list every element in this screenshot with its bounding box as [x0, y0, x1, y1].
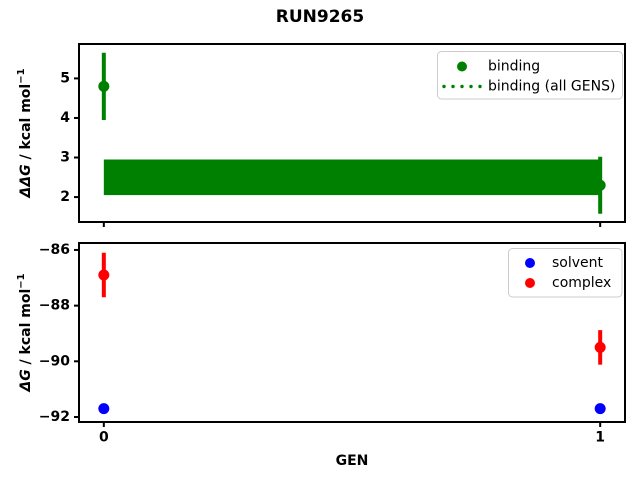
axes-frame-1: [78, 242, 626, 423]
marker-complex-gen1: [594, 341, 606, 353]
marker-binding-gen1: [594, 179, 606, 191]
axes-frame-0: [78, 43, 626, 223]
marker-binding-gen0: [98, 80, 110, 92]
legend-label: solvent: [552, 255, 604, 271]
legend-box: [508, 248, 623, 298]
y-tick-label: 4: [60, 110, 70, 126]
x-tick-label: 0: [99, 430, 109, 446]
legend-label: binding (all GENS): [488, 79, 615, 95]
y-tick-label: −88: [39, 298, 70, 314]
y-tick-label: −86: [39, 242, 70, 258]
marker-complex-gen0: [98, 269, 110, 281]
y-axis-label: ΔG / kcal mol−1: [16, 273, 34, 392]
band-binding-all-gens: [103, 159, 601, 196]
y-axis-label-part: ΔG: [18, 369, 34, 392]
legend-marker-dot-icon-binding: [457, 61, 467, 72]
legend-marker-dotted-line-icon-binding-all-gens: [478, 84, 482, 89]
y-axis-label-part: / kcal mol: [18, 84, 34, 165]
y-tick-label: −90: [39, 353, 70, 369]
legend-box: [437, 51, 623, 100]
y-tick-label: −92: [39, 409, 70, 425]
legend-label: binding: [488, 59, 540, 75]
marker-solvent-gen0: [98, 403, 110, 415]
x-axis-label: GEN: [336, 453, 369, 469]
y-tick-label: 2: [60, 189, 70, 205]
x-tick-label: 1: [595, 430, 605, 446]
y-axis-label-part: / kcal mol: [18, 289, 34, 370]
legend-marker-dotted-line-icon-binding-all-gens: [469, 84, 473, 89]
legend-label: complex: [552, 275, 611, 291]
y-axis-label-part: −1: [16, 68, 27, 83]
legend-marker-dot-icon-solvent: [525, 258, 535, 268]
y-axis-label-part: −1: [16, 273, 27, 288]
legend-marker-dotted-line-icon-binding-all-gens: [460, 84, 464, 89]
y-tick-label: 3: [60, 150, 70, 166]
legend-marker-dot-icon-complex: [525, 278, 535, 288]
y-axis-label: ΔΔG / kcal mol−1: [16, 68, 34, 198]
y-axis-label-part: ΔΔG: [18, 164, 34, 198]
y-tick-label: 5: [60, 70, 70, 86]
legend-marker-dotted-line-icon-binding-all-gens: [451, 84, 455, 89]
marker-solvent-gen1: [594, 403, 606, 415]
figure-title: RUN9265: [276, 7, 364, 27]
legend-marker-dotted-line-icon-binding-all-gens: [442, 84, 446, 89]
